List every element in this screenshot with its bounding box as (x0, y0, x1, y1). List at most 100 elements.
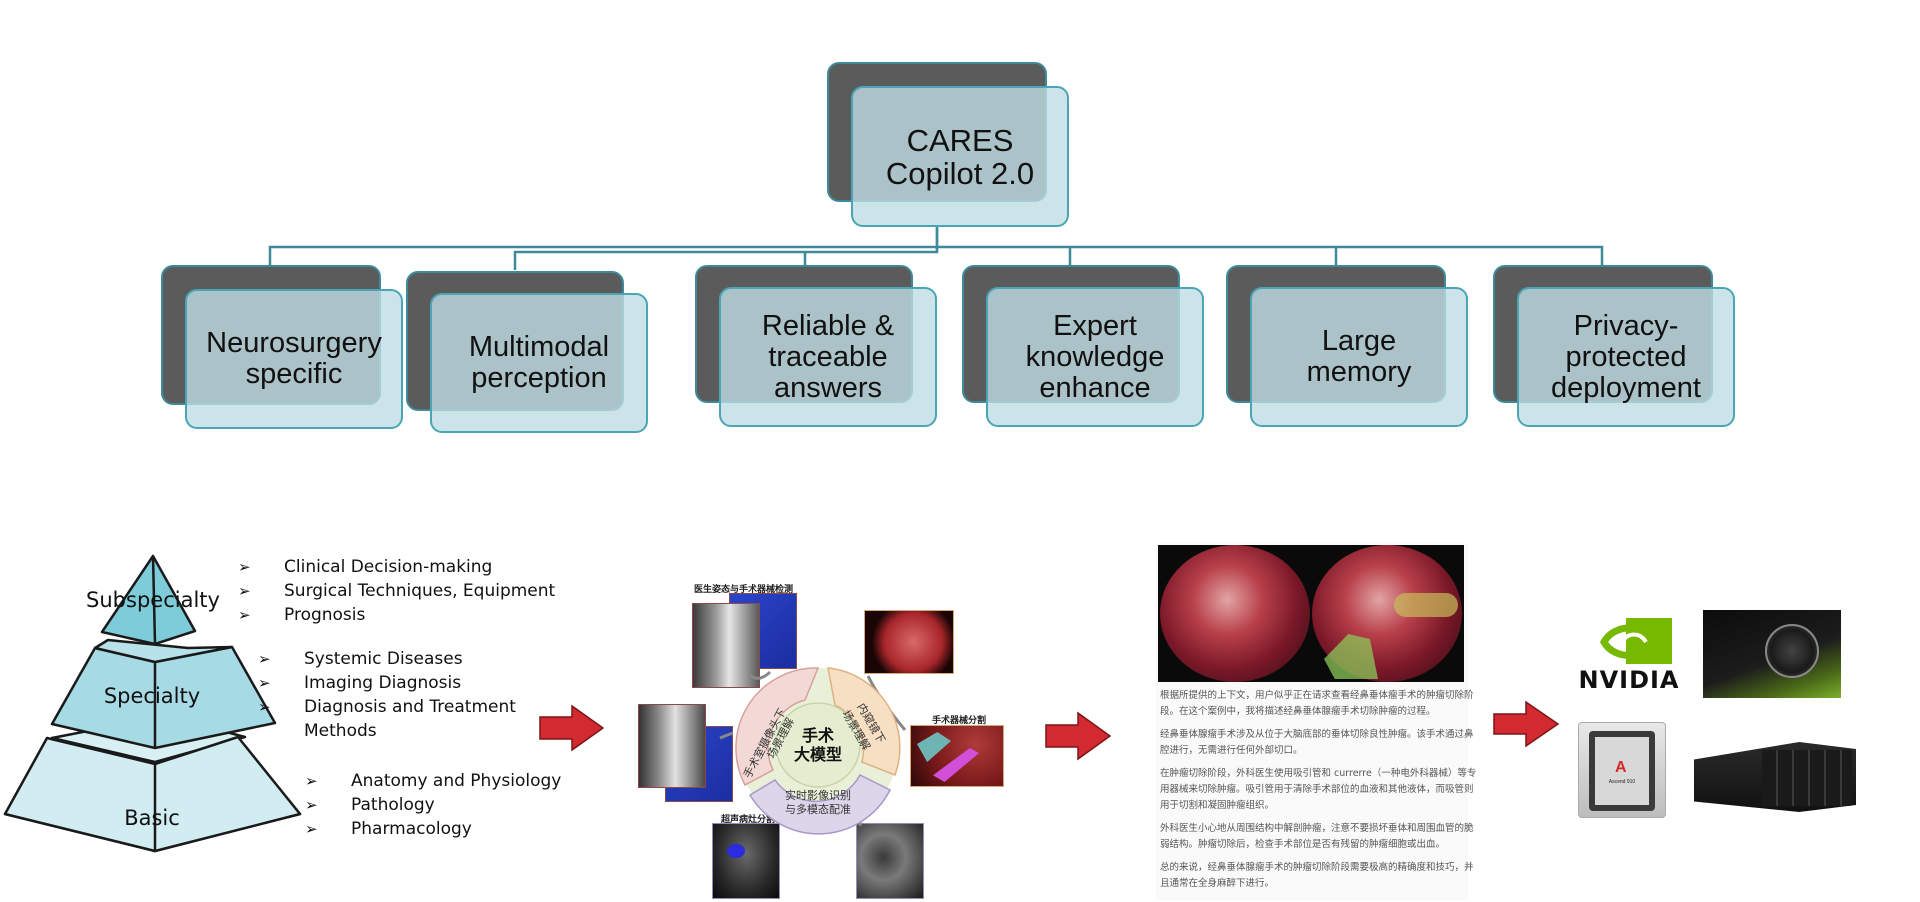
list-item: ➢Clinical Decision-making (238, 557, 493, 577)
endoscope-frame-original (1160, 545, 1310, 682)
pyramid-mid-top (93, 638, 234, 664)
feature-label-line: perception (471, 362, 607, 394)
connector-bus-secondary (513, 225, 939, 270)
ultrasound-image-segmented (712, 823, 780, 899)
answer-paragraph: 外科医生小心地从周围结构中解剖肿瘤，注意不要损坏垂体和周围血管的脆弱结构。肿瘤切… (1160, 823, 1474, 850)
root-title-line2: Copilot 2.0 (885, 155, 1035, 191)
endoscope-frame-annotated (1312, 545, 1462, 682)
list-item: ➢Diagnosis and Treatment (258, 697, 516, 717)
lesion-mask (727, 844, 745, 858)
tier-label-specialty: Specialty (103, 684, 201, 708)
center-label-line2: 大模型 (794, 745, 842, 764)
feature-label-line: Neurosurgery (206, 327, 382, 359)
mask-suction-tube (1324, 634, 1378, 679)
arrow-right-icon (1045, 711, 1112, 761)
wheel-center (775, 702, 861, 788)
feature-label-line: Reliable & (761, 309, 895, 342)
chip-die: A Ascend 910 (1589, 731, 1655, 811)
answer-paragraph: 根据所提供的上下文，用户似乎正在请求查看经鼻垂体瘤手术的肿瘤切除阶段。在这个案例… (1160, 690, 1474, 717)
tier-label-subspecialty: Subspecialty (86, 588, 220, 612)
bullet-arrow-icon: ➢ (305, 820, 318, 838)
endoscope-frames (1158, 545, 1464, 682)
server-front-grid (1762, 750, 1852, 806)
root-title-line1: CARES (906, 122, 1014, 158)
segment-label-rt-1: 实时影像识别 (785, 788, 851, 802)
ultrasound-image (856, 823, 924, 899)
basic-list: ➢Anatomy and Physiology ➢Pathology ➢Phar… (305, 769, 561, 841)
list-item: ➢Anatomy and Physiology (305, 771, 562, 791)
ascend-logo-icon: A (1615, 759, 1627, 776)
answer-paragraph: 总的来说，经鼻垂体腺瘤手术的肿瘤切除阶段需要极高的精确度和技巧，并且通常在全身麻… (1160, 862, 1474, 889)
list-item: ➢Pharmacology (305, 819, 472, 839)
list-item: ➢Pathology (305, 795, 435, 815)
feature-label-line: knowledge (1025, 340, 1165, 373)
bullet-arrow-icon: ➢ (305, 772, 318, 790)
arrow-right-icon (539, 704, 605, 752)
list-item: ➢Surgical Techniques, Equipment (238, 581, 556, 601)
bullet-arrow-icon: ➢ (238, 558, 251, 576)
tier-label-basic: Basic (124, 806, 180, 830)
segment-or-camera (735, 667, 820, 787)
cycle-arrow-icon (719, 731, 734, 740)
segment-label-rt-2: 与多模态配准 (785, 802, 851, 816)
answer-text: 根据所提供的上下文，用户似乎正在请求查看经鼻垂体瘤手术的肿瘤切除阶段。在这个案例… (1160, 688, 1478, 899)
subspecialty-list: ➢Clinical Decision-making ➢Surgical Tech… (238, 555, 555, 627)
arrow-right-icon (1493, 700, 1560, 748)
feature-label-line: Privacy- (1573, 309, 1679, 342)
bullet-arrow-icon: ➢ (238, 606, 251, 624)
bullet-arrow-icon: ➢ (258, 674, 271, 692)
nvidia-logo: NVIDIA (1574, 616, 1684, 696)
bullet-arrow-icon: ➢ (238, 582, 251, 600)
nvidia-eye-icon (1599, 618, 1672, 664)
feature-label-line: enhance (1039, 371, 1151, 404)
instrument-segmentation-image (910, 725, 1004, 787)
gpu-card-image (1703, 610, 1841, 698)
answer-paragraph: 经鼻垂体腺瘤手术涉及从位于大脑底部的垂体切除良性肿瘤。该手术通过鼻腔进行，无需进… (1160, 729, 1474, 756)
nvidia-wordmark: NVIDIA (1578, 666, 1680, 694)
operating-room-image (692, 603, 760, 688)
feature-label-line: Multimodal (468, 331, 610, 363)
feature-label-line: specific (245, 358, 343, 390)
feature-label-line: protected (1565, 340, 1687, 373)
center-label-line1: 手术 (802, 726, 834, 745)
cycle-arrow-icon (749, 670, 772, 680)
feature-label-line: deployment (1551, 371, 1701, 404)
list-item: ➢Imaging Diagnosis (258, 673, 462, 693)
ascend-chip-image: A Ascend 910 (1578, 722, 1666, 818)
segment-endoscope (827, 667, 901, 776)
root-node-box: CARES Copilot 2.0 (851, 86, 1069, 227)
feature-label-line: memory (1306, 356, 1412, 388)
chip-label: Ascend 910 (1608, 779, 1636, 785)
gpu-fan-icon (1765, 624, 1819, 678)
list-item: ➢Prognosis (238, 605, 366, 625)
feature-label-line: Large (1321, 325, 1397, 357)
bullet-arrow-icon: ➢ (258, 650, 271, 668)
endoscope-image (864, 610, 954, 674)
caption-ultrasound-segmentation: 超声病灶分割 (721, 815, 776, 825)
bullet-arrow-icon: ➢ (305, 796, 318, 814)
mask-scalpel (1394, 593, 1458, 617)
list-item: Methods (304, 721, 377, 741)
caption-pose-detection: 医生姿态与手术器械检测 (694, 585, 794, 595)
answer-paragraph: 在肿瘤切除阶段，外科医生使用吸引管和 currerre（一种电外科器械）等专用器… (1160, 768, 1477, 811)
segment-realtime-imaging (748, 774, 892, 835)
specialty-list: ➢Systemic Diseases ➢Imaging Diagnosis ➢D… (258, 647, 516, 743)
chip-surface: A Ascend 910 (1595, 737, 1649, 805)
bullet-arrow-icon: ➢ (258, 698, 271, 716)
caption-instrument-segmentation: 手术器械分割 (932, 716, 987, 726)
list-item: ➢Systemic Diseases (258, 649, 463, 669)
feature-label-line: traceable (768, 340, 888, 373)
feature-label-line: Expert (1053, 309, 1137, 342)
operating-room-image-2 (638, 704, 706, 788)
feature-label-line: answers (774, 371, 882, 404)
